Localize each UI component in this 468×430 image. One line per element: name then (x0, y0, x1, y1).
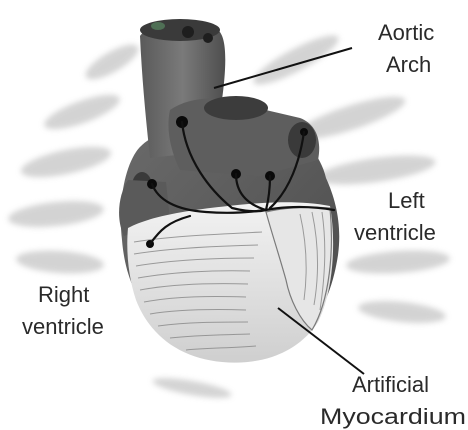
label-aortic-arch-line-2: Arch (386, 52, 431, 77)
vessel-opening-1 (182, 26, 194, 38)
rib-left-5 (15, 248, 104, 276)
rib-right-3 (315, 150, 437, 190)
label-artificial-myocardium-line-2: Myocardium (320, 404, 466, 429)
heart (119, 19, 339, 363)
label-right-ventricle-line-1: Right (38, 282, 89, 307)
rib-right-4 (345, 247, 450, 276)
rib-left-4 (7, 197, 105, 231)
rib-right-1 (248, 28, 343, 92)
vessel-opening-2 (203, 33, 213, 43)
label-artificial-myocardium-line-1: Artificial (352, 372, 429, 397)
rib-right-5 (357, 297, 447, 326)
pointer-aortic-arch (214, 48, 352, 88)
pulmonary-opening (204, 96, 268, 120)
label-left-ventricle-line-2: ventricle (354, 220, 436, 245)
label-right-ventricle-line-2: ventricle (22, 314, 104, 339)
label-aortic-arch-line-1: Aortic (378, 20, 434, 45)
label-left-ventricle-line-1: Left (388, 188, 425, 213)
rib-bottom-1 (151, 374, 232, 402)
rib-left-1 (81, 38, 143, 85)
rib-left-2 (41, 88, 124, 136)
aorta-opening-highlight (151, 22, 165, 30)
rib-left-3 (19, 141, 114, 184)
